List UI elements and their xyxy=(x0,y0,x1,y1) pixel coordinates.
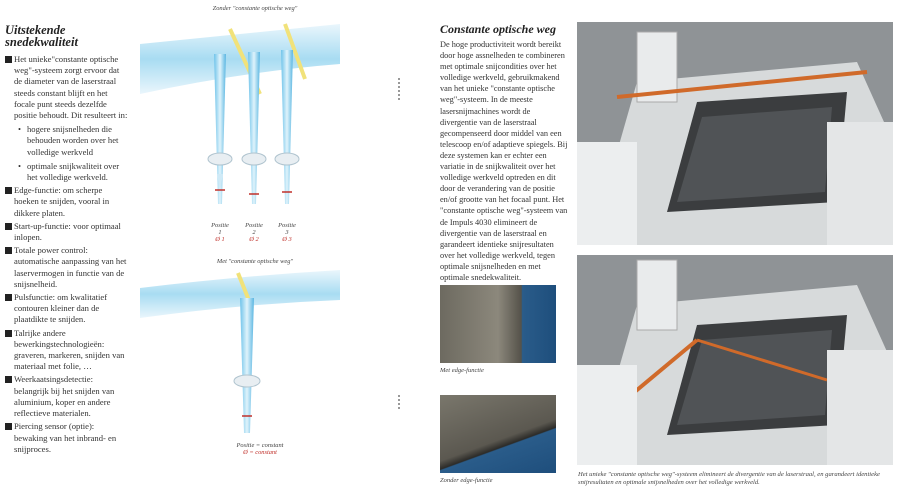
feature-item: Talrijke andere bewerkingstechnologieën:… xyxy=(5,328,128,373)
photo-without-edge-function xyxy=(440,395,556,473)
nozzle-2 xyxy=(241,52,267,204)
feature-item: Edge-functie: om scherpe hoeken te snijd… xyxy=(5,185,128,219)
photo-with-edge-caption: Met edge-functie xyxy=(440,367,484,374)
feature-item: Totale power control: automatische aanpa… xyxy=(5,245,128,290)
bullet-square-icon xyxy=(5,329,12,337)
page-mark xyxy=(398,78,400,100)
heading-constante-optische-weg: Constante optische weg xyxy=(440,22,557,36)
diagram-top-caption: Zonder "constante optische weg" xyxy=(212,5,298,12)
nozzle-3 xyxy=(274,50,300,204)
laser-beam xyxy=(140,270,340,318)
feature-item: Het unieke"constante optische weg"-syste… xyxy=(5,54,128,183)
bullet-square-icon xyxy=(5,247,12,255)
constant-path-section: Constante optische weg De hoge productiv… xyxy=(440,23,568,283)
section-body: De hoge productiviteit wordt bereikt doo… xyxy=(440,40,568,282)
sub-item: •optimale snijkwaliteit over het volledi… xyxy=(18,160,120,183)
feature-item: Pulsfunctie: om kwalitatief contouren kl… xyxy=(5,292,128,326)
machine-photo-top xyxy=(577,22,893,245)
photo-without-edge-caption: Zonder edge-functie xyxy=(440,477,493,484)
feature-item: Piercing sensor (optie): bewaking van he… xyxy=(5,421,128,455)
feature-item: Weerkaatsingsdetectie: belangrijk bij he… xyxy=(5,374,128,419)
nozzle-1 xyxy=(207,54,233,204)
bullet-square-icon xyxy=(5,376,12,384)
heading-snedekwaliteit: Uitstekende snedekwaliteit xyxy=(5,23,78,49)
sub-item: •hogere snijsnelheden die behouden worde… xyxy=(18,124,119,157)
page-mark xyxy=(398,395,400,409)
features-column: Uitstekende snedekwaliteit Het unieke"co… xyxy=(5,24,128,455)
bullet-square-icon xyxy=(5,56,12,63)
photo-with-edge-function xyxy=(440,285,556,363)
bullet-square-icon xyxy=(5,187,12,195)
bullet-square-icon xyxy=(5,222,12,230)
feature-item: Start-up-functie: voor optimaal inlopen. xyxy=(5,221,128,243)
machine-photo-bottom xyxy=(577,255,893,465)
diagram-with-constant-path xyxy=(140,270,340,433)
laser-beam xyxy=(140,24,340,94)
bullet-square-icon xyxy=(5,294,12,302)
bullet-square-icon xyxy=(5,423,12,431)
diagram-without-constant-path xyxy=(140,23,340,204)
machine-photo-caption: Het unieke "constante optische weg"-syst… xyxy=(578,471,880,486)
diagram-bottom-caption: Met "constante optische weg" xyxy=(216,258,294,265)
nozzle xyxy=(240,298,254,433)
